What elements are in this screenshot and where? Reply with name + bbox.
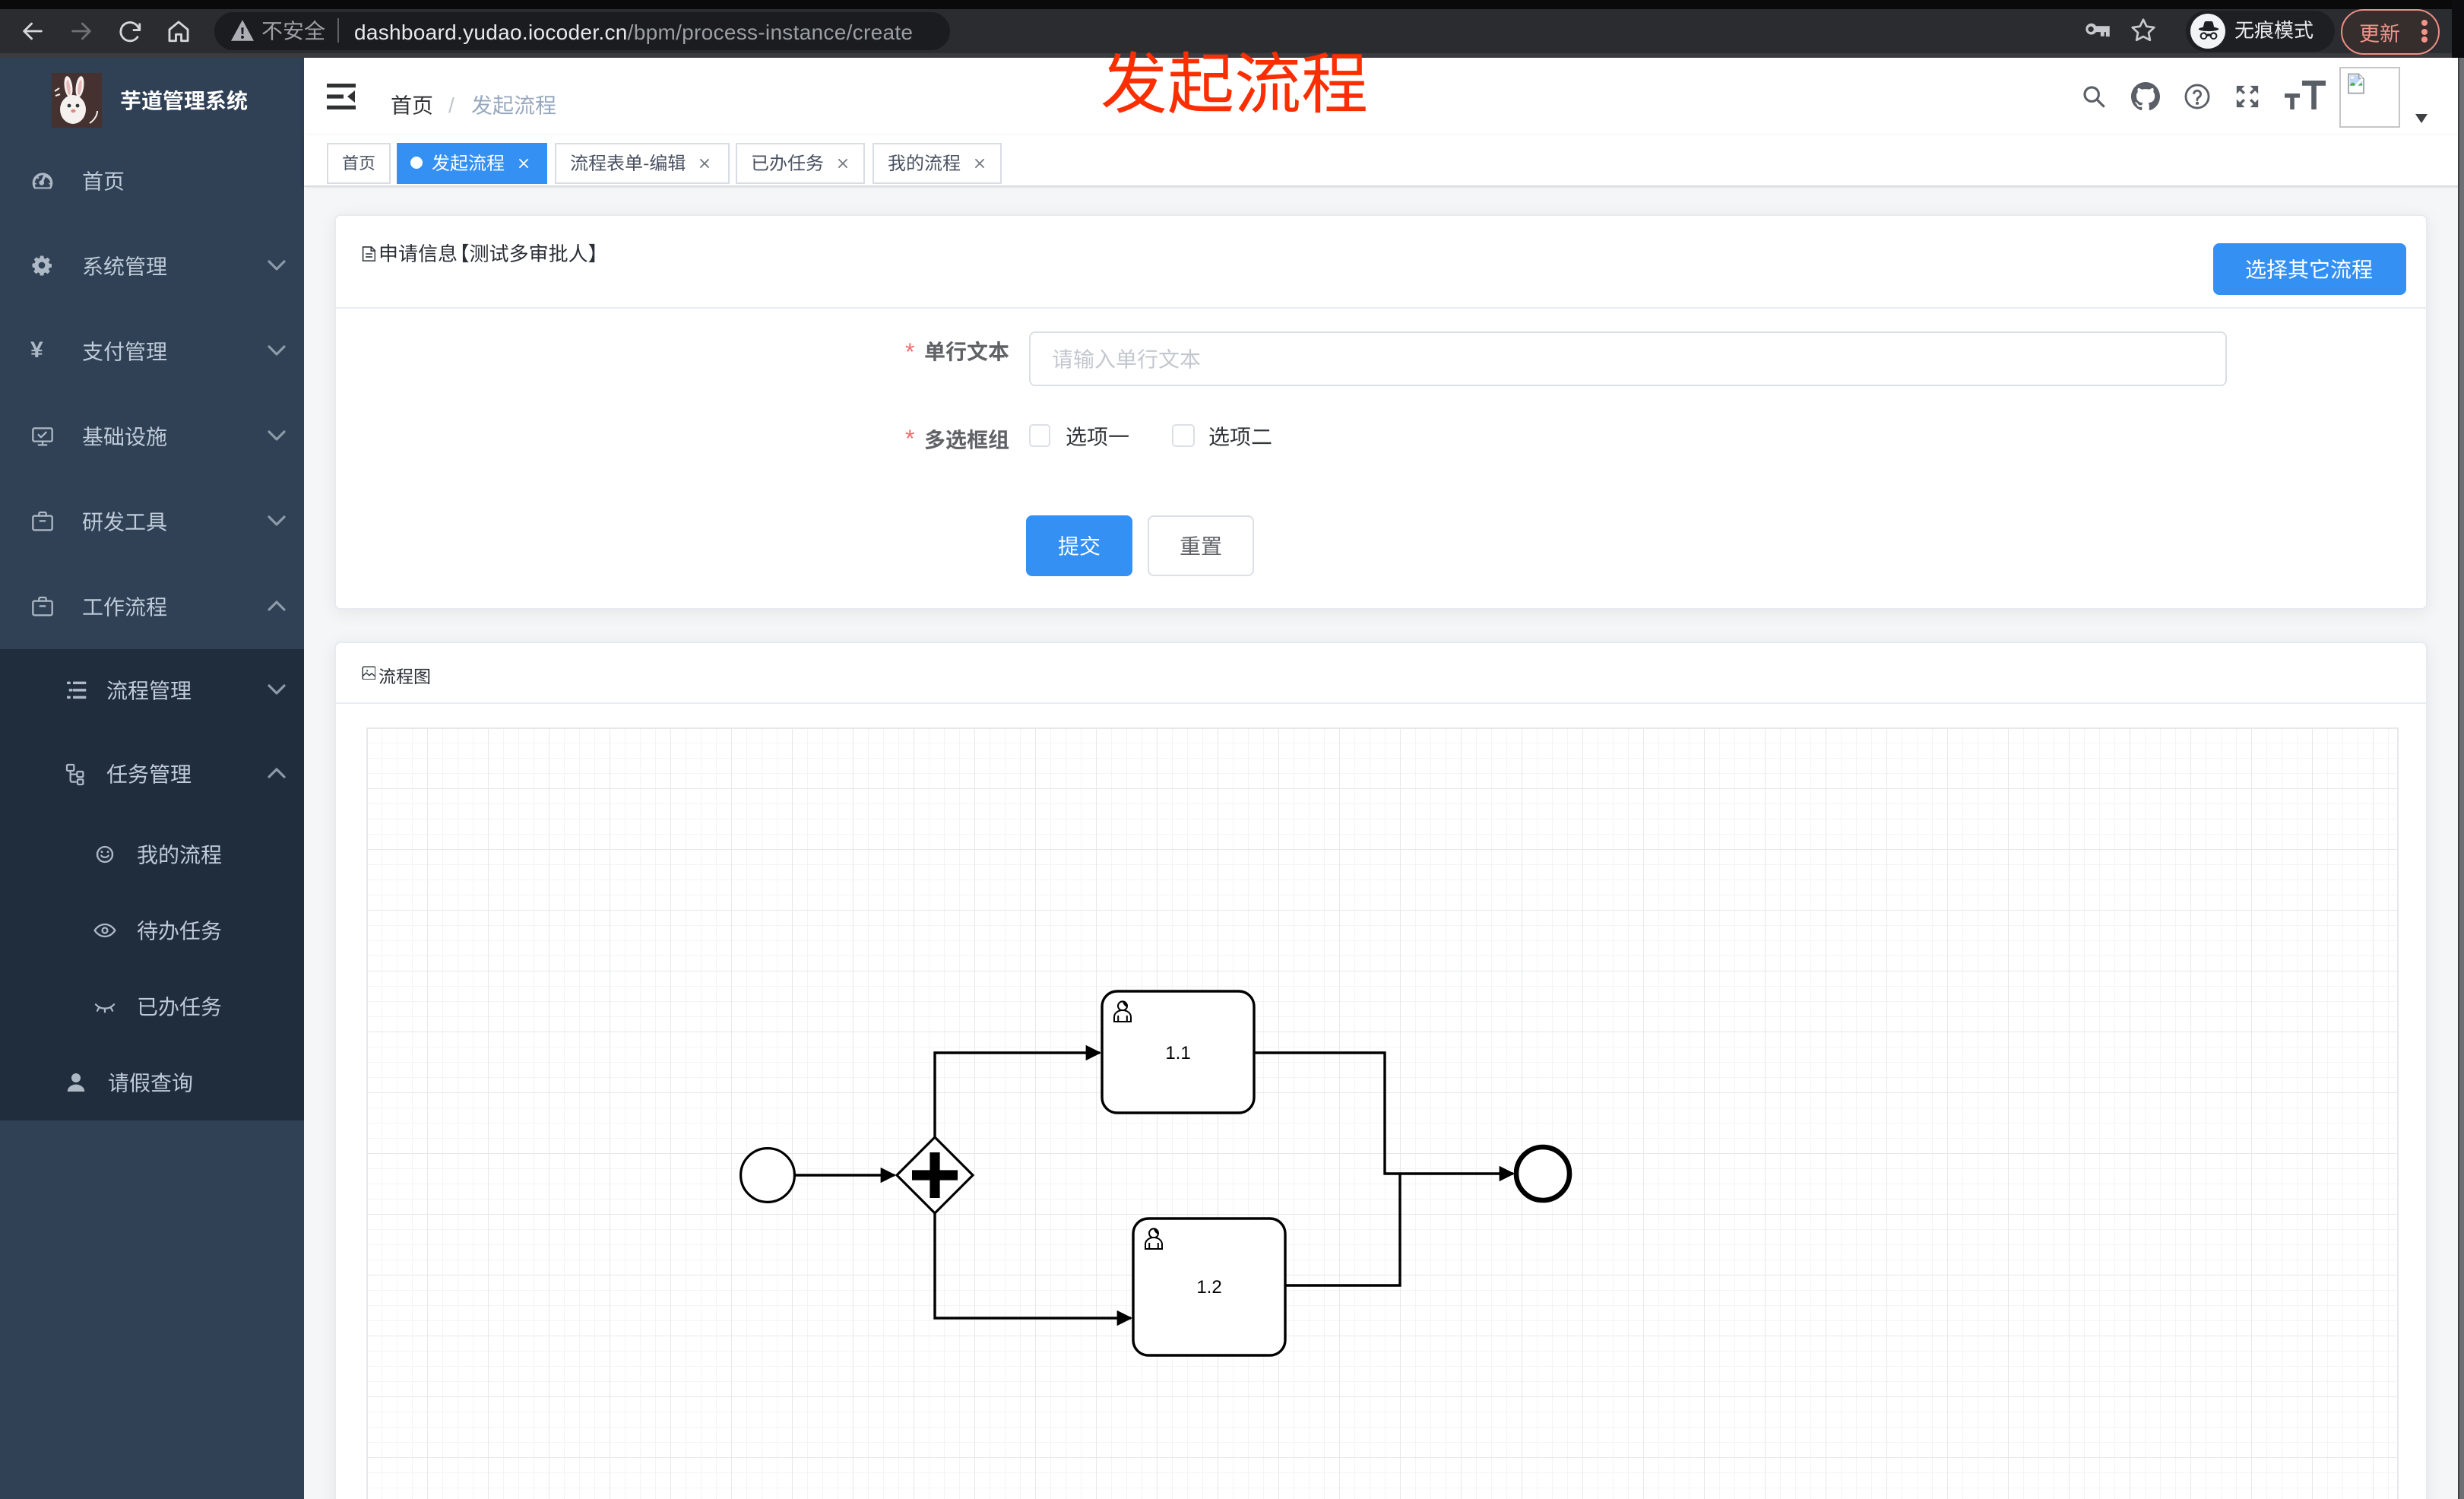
svg-text:1.2: 1.2 xyxy=(1196,1276,1221,1297)
svg-text:1.1: 1.1 xyxy=(1165,1042,1190,1063)
